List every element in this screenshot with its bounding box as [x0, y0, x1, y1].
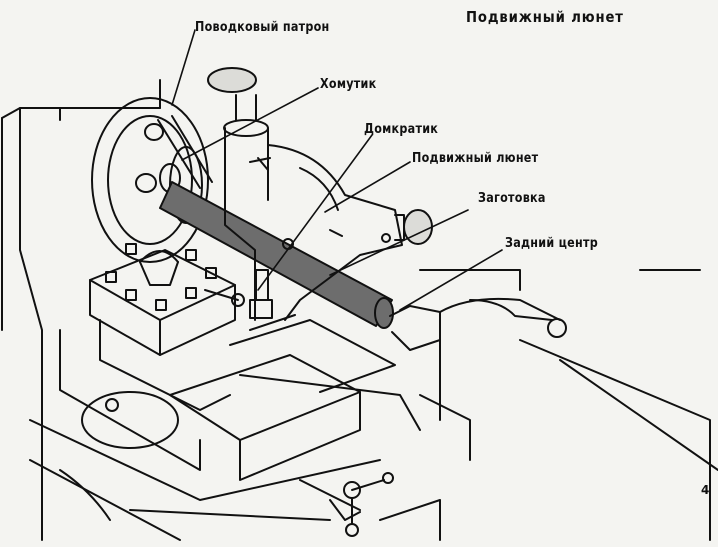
slide-title: Подвижный люнет [466, 8, 624, 26]
label-jack: Домкратик [364, 122, 439, 137]
tool-post [89, 243, 245, 356]
headstock [1, 79, 161, 541]
carriage [29, 314, 471, 541]
lathe-dog [157, 115, 213, 193]
label-tail-center: Задний центр [505, 236, 598, 251]
driving-chuck [91, 97, 209, 263]
leader-lines [171, 29, 503, 311]
label-steady-rest: Подвижный люнет [412, 151, 539, 166]
label-driving-chuck: Поводковый патрон [195, 20, 330, 35]
steady-rest [207, 67, 433, 321]
tail-center [389, 269, 718, 541]
label-lathe-dog: Хомутик [320, 77, 377, 92]
label-workpiece: Заготовка [478, 191, 546, 206]
workpiece [159, 181, 394, 329]
page-number: 4 [701, 483, 710, 497]
